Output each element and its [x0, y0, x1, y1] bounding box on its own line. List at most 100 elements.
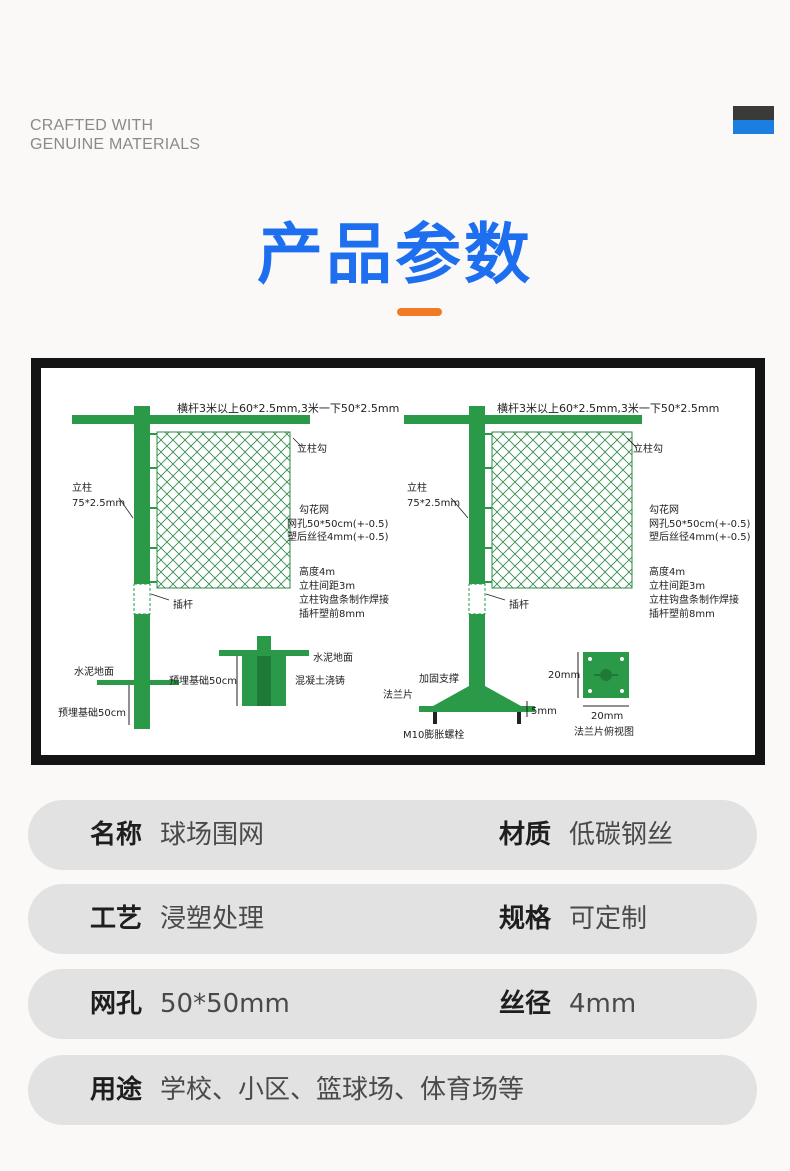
right-mesh-label-1: 勾花网	[649, 503, 679, 516]
left-embed-label: 预埋基础50cm	[58, 706, 126, 719]
left-post-upper	[134, 418, 150, 584]
left-insert-sleeve	[133, 583, 151, 615]
right-insert-label: 插杆	[509, 598, 529, 611]
right-flange-plate	[419, 706, 535, 712]
flange-hole-4	[620, 689, 624, 693]
left-mesh-label-3: 塑后丝径4mm(+-0.5)	[287, 530, 389, 543]
flag-dark-band	[733, 106, 774, 120]
spec-row-name-material: 名称球场围网 材质低碳钢丝	[28, 800, 757, 870]
left-crossbar	[72, 415, 310, 424]
right-mesh-label-3: 塑后丝径4mm(+-0.5)	[649, 530, 751, 543]
page-title: 产品参数	[257, 216, 533, 293]
right-post-lower	[469, 614, 485, 704]
left-hook-leader	[292, 437, 304, 449]
detail-embed-label: 预埋基础50cm	[169, 674, 237, 687]
spec-row-usage: 用途学校、小区、篮球场、体育场等	[28, 1055, 757, 1125]
brand-flag-icon	[733, 106, 774, 134]
left-spec-weld: 立柱钩盘条制作焊接	[299, 593, 389, 606]
spec-row-mesh-wire: 网孔 50*50mm 丝径 4mm	[28, 969, 757, 1039]
detail-post-embedded	[257, 656, 271, 706]
left-insert-leader	[150, 593, 170, 601]
diagram-panel: 横杆3米以上60*2.5mm,3米一下50*2.5mm 立柱勾 立柱 75*2.…	[41, 368, 755, 755]
right-mesh-label-2: 网孔50*50cm(+-0.5)	[649, 518, 750, 530]
spec-label-name: 名称	[90, 820, 143, 850]
left-post-label-2: 75*2.5mm	[72, 498, 125, 509]
right-fence: 横杆3米以上60*2.5mm,3米一下50*2.5mm 立柱勾 立柱 75*2.…	[383, 401, 751, 741]
crafted-line-2: GENUINE MATERIALS	[30, 136, 201, 153]
right-post-cap	[469, 406, 485, 418]
spec-cell-usage: 用途学校、小区、篮球场、体育场等	[90, 1055, 524, 1125]
left-spec-height: 高度4m	[299, 565, 335, 578]
spec-value-wire: 4mm	[569, 989, 637, 1019]
flange-dim-v-label: 20mm	[548, 670, 580, 681]
spec-row-process-spec: 工艺浸塑处理 规格可定制	[28, 884, 757, 954]
spec-label-spec: 规格	[499, 904, 552, 934]
right-brace-label: 加固支撑	[419, 672, 459, 685]
right-post-label-2: 75*2.5mm	[407, 498, 460, 509]
fence-structure-diagram: 横杆3米以上60*2.5mm,3米一下50*2.5mm 立柱勾 立柱 75*2.…	[58, 401, 751, 741]
right-hook-leader	[626, 437, 638, 449]
left-spec-spacing: 立柱间距3m	[299, 579, 355, 592]
spec-value-material: 低碳钢丝	[569, 820, 674, 850]
flange-top-view-label: 法兰片俯视图	[574, 725, 634, 738]
spec-cell-mesh: 网孔 50*50mm	[90, 969, 290, 1039]
crafted-tagline: CRAFTED WITH GENUINE MATERIALS	[30, 116, 200, 154]
spec-value-mesh: 50*50mm	[160, 989, 290, 1019]
right-insert-sleeve	[468, 583, 486, 615]
right-crossbar	[404, 415, 642, 424]
spec-cell-process: 工艺浸塑处理	[90, 884, 264, 954]
right-post-leader	[450, 497, 469, 519]
right-hook-label: 立柱勾	[633, 442, 663, 455]
left-chain-link-mesh	[156, 431, 291, 589]
right-flange-label: 法兰片	[383, 688, 413, 701]
detail-ground-line	[219, 650, 309, 656]
left-fence: 横杆3米以上60*2.5mm,3米一下50*2.5mm 立柱勾 立柱 75*2.…	[58, 401, 399, 729]
right-chain-link-mesh	[491, 431, 633, 589]
right-spec-spacing: 立柱间距3m	[649, 579, 705, 592]
left-crossbar-label: 横杆3米以上60*2.5mm,3米一下50*2.5mm	[177, 401, 399, 415]
flange-dim-h-label: 20mm	[591, 711, 623, 722]
flange-hole-3	[588, 689, 592, 693]
spec-label-wire: 丝径	[499, 989, 552, 1019]
right-post-label-1: 立柱	[407, 481, 427, 494]
left-mesh-label-2: 网孔50*50cm(+-0.5)	[287, 518, 388, 530]
spec-cell-wire: 丝径 4mm	[499, 969, 636, 1039]
right-crossbar-label: 横杆3米以上60*2.5mm,3米一下50*2.5mm	[497, 401, 719, 415]
right-post-upper	[469, 418, 485, 584]
right-insert-leader	[485, 593, 506, 601]
detail-concrete-label: 混凝土浇铸	[295, 674, 345, 687]
left-post-label-1: 立柱	[72, 481, 92, 494]
right-bolt-label: M10膨胀螺栓	[403, 728, 464, 741]
title-accent-bar	[397, 308, 442, 316]
left-ground-line	[97, 680, 179, 685]
crafted-line-1: CRAFTED WITH	[30, 117, 154, 134]
spec-label-material: 材质	[499, 820, 552, 850]
detail-ground-label: 水泥地面	[313, 651, 353, 664]
right-brace	[433, 686, 521, 706]
left-hook-label: 立柱勾	[297, 442, 327, 455]
spec-value-usage: 学校、小区、篮球场、体育场等	[160, 1075, 525, 1105]
right-thickness-label: 5mm	[531, 706, 557, 717]
left-spec-insert: 插杆塑前8mm	[299, 607, 365, 620]
left-post-cap	[134, 406, 150, 418]
left-ground-label: 水泥地面	[74, 665, 114, 678]
spec-value-name: 球场围网	[160, 820, 265, 850]
right-spec-height: 高度4m	[649, 565, 685, 578]
spec-label-mesh: 网孔	[90, 989, 143, 1019]
diagram-frame: 横杆3米以上60*2.5mm,3米一下50*2.5mm 立柱勾 立柱 75*2.…	[31, 358, 765, 765]
detail-post-top	[257, 636, 271, 650]
left-post-lower	[134, 614, 150, 729]
spec-cell-name: 名称球场围网	[90, 800, 264, 870]
spec-value-process: 浸塑处理	[160, 904, 265, 934]
left-post-leader	[118, 497, 134, 519]
flange-hole-1	[588, 657, 592, 661]
spec-label-usage: 用途	[90, 1075, 143, 1105]
left-mesh-label-1: 勾花网	[299, 503, 329, 516]
right-spec-insert: 插杆塑前8mm	[649, 607, 715, 620]
spec-cell-material: 材质低碳钢丝	[499, 800, 673, 870]
flag-blue-band	[733, 120, 774, 134]
spec-label-process: 工艺	[90, 904, 143, 934]
spec-cell-spec: 规格可定制	[499, 884, 647, 954]
left-insert-label: 插杆	[173, 598, 193, 611]
spec-value-spec: 可定制	[569, 904, 648, 934]
